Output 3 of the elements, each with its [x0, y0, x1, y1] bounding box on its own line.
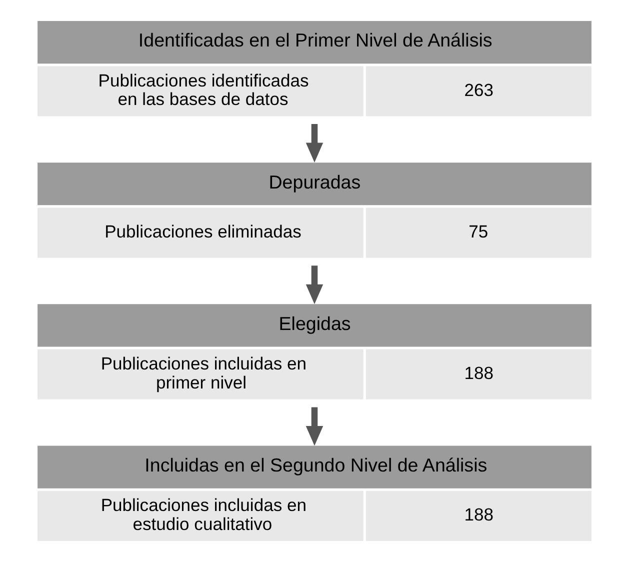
arrow: [306, 124, 324, 162]
arrow: [306, 407, 324, 446]
arrow: [306, 266, 324, 304]
